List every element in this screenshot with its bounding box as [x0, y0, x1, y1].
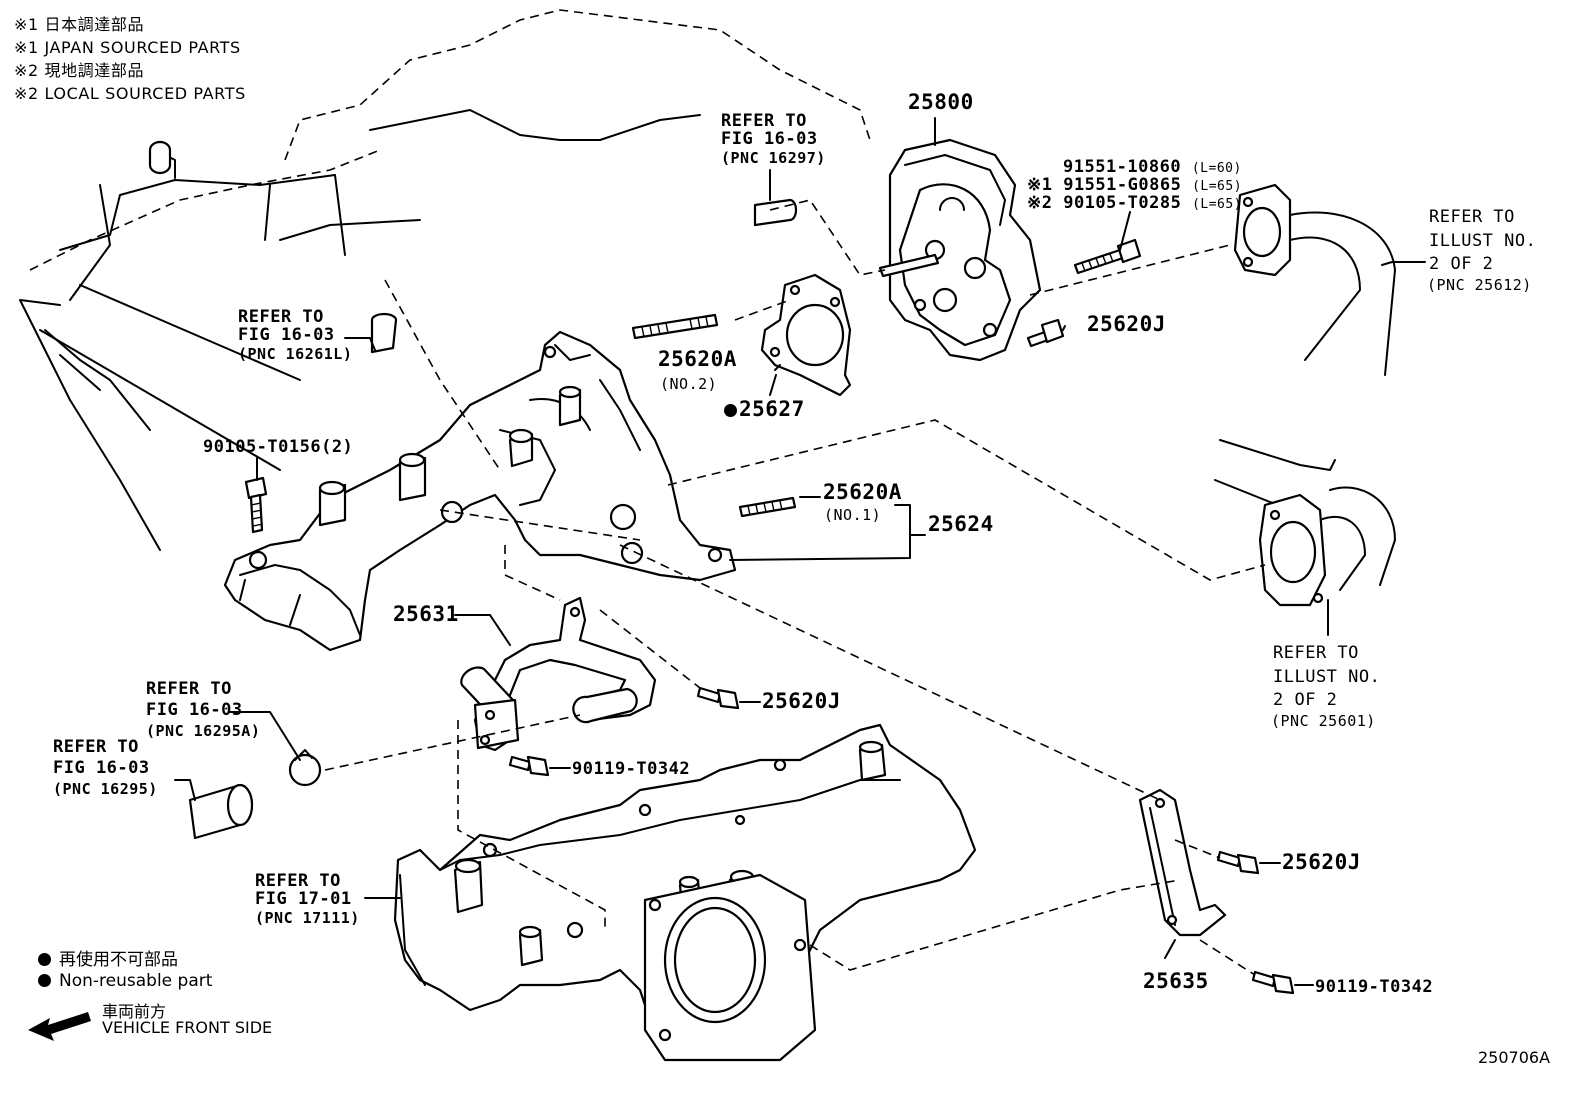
ref-17111-line3: (PNC 17111) [255, 909, 360, 927]
part-25624: 25624 [928, 512, 994, 536]
hose-clamp-16295a [288, 749, 322, 787]
part-25627: 25627 [724, 399, 805, 420]
part-25620a-no2-sub: (NO.2) [660, 375, 718, 393]
ref-25612-line4: (PNC 25612) [1427, 276, 1532, 294]
bolt-25620j-pump [1026, 318, 1065, 348]
part-25631: 25631 [393, 602, 459, 626]
part-25620a-no1: 25620A [823, 480, 902, 504]
bolt-90105-t0156 [244, 476, 268, 534]
gasket-25627 [760, 273, 852, 397]
stud-25620a-no2 [631, 313, 719, 340]
part-25620a-no1-sub: (NO.1) [824, 506, 882, 524]
bolt-25620j-bracket [1216, 850, 1260, 875]
ref-16297-line1: REFER TO [721, 111, 807, 131]
water-pipe-lower [1214, 439, 1396, 607]
part-25800: 25800 [908, 90, 974, 114]
bracket-25635 [1138, 788, 1227, 937]
ref-25601-line3: 2 OF 2 [1273, 690, 1338, 710]
part-90119-t0342-lower: 90119-T0342 [1315, 977, 1434, 997]
legend-nonreusable-jp: 再使用不可部品 [38, 945, 178, 970]
bolt-90119-t0342-lower [1251, 970, 1295, 995]
ref-16261l-line3: (PNC 16261L) [238, 345, 353, 363]
ref-16297-line3: (PNC 16297) [721, 149, 826, 167]
bolt-90119-t0342-upper [508, 755, 550, 777]
ref-25612-line3: 2 OF 2 [1429, 254, 1494, 274]
part-91551-g0865: ※1 91551-G0865 (L=65) [1027, 175, 1243, 195]
hose-16261l [370, 312, 398, 354]
ref-16295a-line2: FIG 16-03 [146, 700, 243, 720]
bolt-91551 [1073, 238, 1142, 275]
non-reusable-dot-icon [38, 953, 51, 966]
ref-25612-line2: ILLUST NO. [1429, 231, 1537, 251]
non-reusable-dot-icon [724, 404, 737, 417]
part-90105-t0285: ※2 90105-T0285 (L=65) [1027, 193, 1243, 213]
ref-25601-line2: ILLUST NO. [1273, 667, 1381, 687]
ref-16295a-line3: (PNC 16295A) [146, 722, 261, 740]
part-25620j-pump: 25620J [1087, 312, 1166, 336]
ref-16295a-line1: REFER TO [146, 679, 232, 699]
part-90119-t0342-upper: 90119-T0342 [572, 759, 691, 779]
leader-lines [174, 117, 1426, 986]
ref-16295-line3: (PNC 16295) [53, 780, 158, 798]
hose-16297 [753, 198, 798, 227]
stud-25620a-no1 [738, 496, 797, 518]
part-25635: 25635 [1143, 969, 1209, 993]
legend-front-en: VEHICLE FRONT SIDE [102, 1018, 273, 1037]
front-arrow-icon [28, 1012, 91, 1041]
legend-front-jp: 車両前方 [102, 1002, 167, 1021]
ref-17111-line2: FIG 17-01 [255, 889, 352, 909]
note-local-en: ※2 LOCAL SOURCED PARTS [14, 84, 246, 103]
note-japan-en: ※1 JAPAN SOURCED PARTS [14, 38, 241, 57]
hose-16295 [188, 783, 254, 840]
water-outlet-housing-25624 [223, 330, 737, 652]
ref-16261l-line2: FIG 16-03 [238, 325, 335, 345]
intake-manifold-17111 [393, 723, 977, 1062]
part-90105-t0156: 90105-T0156(2) [203, 437, 354, 457]
ref-17111-line1: REFER TO [255, 871, 341, 891]
non-reusable-dot-icon [38, 974, 51, 987]
ref-25612-line1: REFER TO [1429, 207, 1515, 227]
water-bypass-pipe-25631 [460, 596, 657, 752]
figure-code: 250706A [1478, 1048, 1551, 1067]
ref-16295-line2: FIG 16-03 [53, 758, 150, 778]
part-25620a-no2: 25620A [658, 347, 737, 371]
part-25620j-bracket: 25620J [1282, 850, 1361, 874]
ref-16261l-line1: REFER TO [238, 307, 324, 327]
note-japan-jp: ※1 日本調達部品 [14, 15, 145, 34]
ref-16295-line1: REFER TO [53, 737, 139, 757]
ref-25601-line4: (PNC 25601) [1271, 712, 1376, 730]
legend-nonreusable-en: Non-reusable part [38, 971, 212, 991]
engine-outline [19, 9, 871, 551]
bolt-25620j-pipe [696, 686, 740, 710]
note-local-jp: ※2 現地調達部品 [14, 61, 145, 80]
water-pump-25800 [878, 138, 1042, 362]
ref-16297-line2: FIG 16-03 [721, 129, 818, 149]
part-25620j-pipe: 25620J [762, 689, 841, 713]
ref-25601-line1: REFER TO [1273, 643, 1359, 663]
water-pipe-upper [1233, 183, 1396, 376]
assembly-lines [324, 199, 1266, 976]
part-91551-10860: 91551-10860 (L=60) [1063, 157, 1242, 177]
